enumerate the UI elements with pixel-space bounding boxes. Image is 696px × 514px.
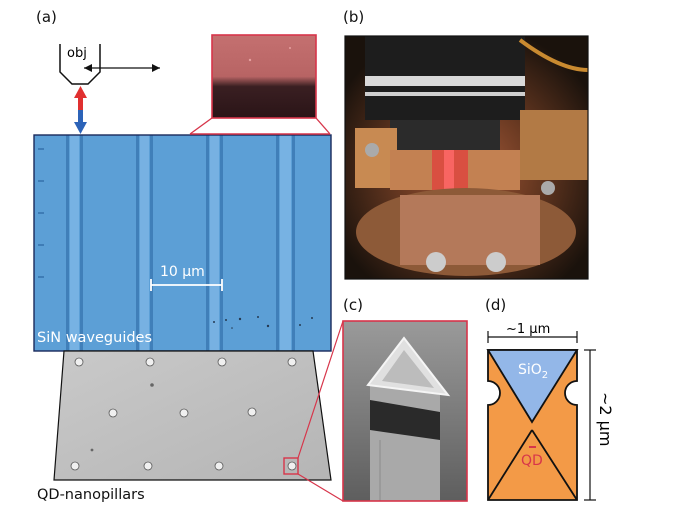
qd-label: QD <box>521 453 543 469</box>
translation-arrow-icon <box>84 64 160 72</box>
nanopillars-label: QD-nanopillars <box>37 487 145 503</box>
nanopillar-zoom-box <box>283 457 299 475</box>
oxide-label: SiO2 <box>518 362 548 381</box>
collection-arrow-icon <box>74 110 87 134</box>
panel-label-c: (c) <box>343 296 363 314</box>
scale-bar <box>150 279 223 291</box>
panel-label-b: (b) <box>343 8 365 26</box>
setup-photograph <box>345 36 588 279</box>
waveguides-label: SiN waveguides <box>37 330 152 346</box>
waveguide-micrograph <box>33 134 332 352</box>
waveguide-zoom-inset <box>211 34 317 119</box>
nanopillar-closeup-sem <box>343 321 467 501</box>
sem-connector-lines <box>297 320 344 502</box>
height-label: ~2 µm <box>596 392 615 446</box>
nanopillar-sem-image <box>53 350 332 481</box>
objective-icon <box>59 44 101 85</box>
height-dimension-line <box>584 349 596 501</box>
scale-bar-label: 10 µm <box>160 264 205 280</box>
excitation-arrow-icon <box>74 86 87 110</box>
panel-label-d: (d) <box>485 296 507 314</box>
photo-frame <box>344 35 589 280</box>
nanopillar-schematic <box>486 349 579 501</box>
panel-label-a: (a) <box>36 8 57 26</box>
width-dimension-line <box>487 331 578 343</box>
inset-connector-lines <box>189 117 331 135</box>
objective-label: obj <box>67 46 87 61</box>
width-label: ~1 µm <box>506 322 550 337</box>
closeup-frame <box>342 320 468 502</box>
